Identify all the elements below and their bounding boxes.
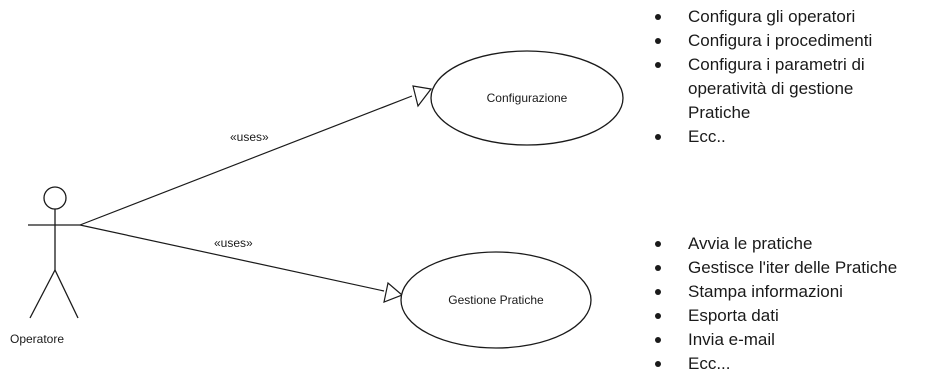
list-item: Invia e-mail	[655, 328, 950, 352]
actor-left-leg	[29, 269, 56, 319]
association-line-gestione	[79, 224, 385, 292]
configurazione-notes-list: Configura gli operatori Configura i proc…	[655, 5, 915, 149]
bullet-icon	[655, 14, 661, 20]
list-item: Configura gli operatori	[655, 5, 915, 29]
list-item-text: Configura gli operatori	[688, 7, 856, 26]
bullet-icon	[655, 313, 661, 319]
association-line-configurazione	[79, 95, 413, 226]
gestione-pratiche-notes-list: Avvia le pratiche Gestisce l'iter delle …	[655, 232, 950, 376]
list-item-text: Ecc..	[688, 127, 726, 146]
list-item-text: Stampa informazioni	[688, 282, 843, 301]
bullet-icon	[655, 38, 661, 44]
actor-head	[43, 186, 67, 210]
list-item-text: Gestisce l'iter delle Pratiche	[688, 258, 898, 277]
use-case-gestione-pratiche	[400, 251, 592, 349]
list-item: Configura i procedimenti	[655, 29, 915, 53]
association-label-configurazione: «uses»	[230, 130, 269, 144]
actor-label: Operatore	[10, 332, 64, 346]
list-item: Ecc..	[655, 125, 915, 149]
use-case-gestione-pratiche-label: Gestione Pratiche	[448, 293, 544, 307]
list-item: Ecc...	[655, 352, 950, 376]
arrowhead-gestione	[383, 281, 404, 303]
list-item: Esporta dati	[655, 304, 950, 328]
list-item-text: Configura i procedimenti	[688, 31, 873, 50]
list-item: Gestisce l'iter delle Pratiche	[655, 256, 950, 280]
bullet-icon	[655, 289, 661, 295]
list-item: Avvia le pratiche	[655, 232, 950, 256]
list-item-text: Ecc...	[688, 354, 731, 373]
arrowhead-configurazione	[412, 85, 433, 108]
bullet-icon	[655, 265, 661, 271]
list-item-text: Avvia le pratiche	[688, 234, 813, 253]
list-item: Stampa informazioni	[655, 280, 950, 304]
list-item-text: Esporta dati	[688, 306, 779, 325]
list-item-text: Configura i parametri di operatività di …	[688, 55, 865, 122]
bullet-icon	[655, 134, 661, 140]
use-case-configurazione-label: Configurazione	[487, 91, 568, 105]
actor-right-leg	[54, 269, 79, 319]
list-item: Configura i parametri di operatività di …	[655, 53, 915, 125]
bullet-icon	[655, 62, 661, 68]
actor-operatore	[28, 186, 80, 319]
bullet-icon	[655, 337, 661, 343]
bullet-icon	[655, 361, 661, 367]
list-item-text: Invia e-mail	[688, 330, 775, 349]
association-label-gestione: «uses»	[214, 236, 253, 250]
bullet-icon	[655, 241, 661, 247]
use-case-configurazione	[430, 50, 624, 146]
